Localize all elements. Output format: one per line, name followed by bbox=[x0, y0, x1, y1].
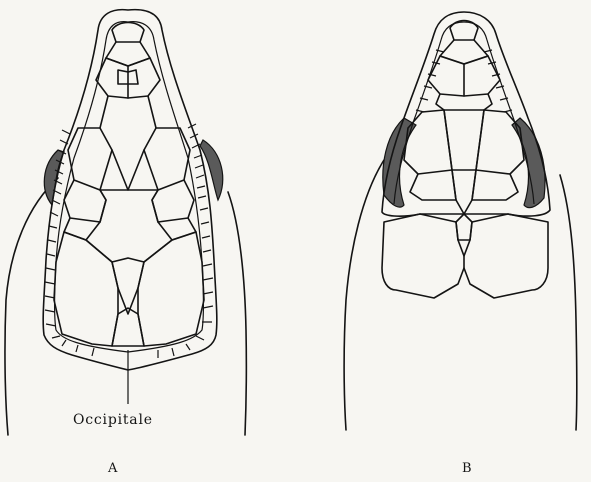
panel-a-label: A bbox=[108, 461, 117, 476]
body-outline-b-left bbox=[344, 160, 384, 430]
shields-b bbox=[382, 21, 548, 299]
eye-a-right bbox=[200, 140, 223, 200]
body-outline-a-right bbox=[228, 192, 246, 435]
body-outline-b-right bbox=[560, 175, 577, 430]
border-scales-a-right bbox=[158, 124, 213, 358]
head-inner-b bbox=[394, 22, 534, 204]
head-outline-b bbox=[382, 12, 550, 216]
skull-a bbox=[5, 10, 246, 435]
panel-b-label: B bbox=[462, 461, 472, 476]
shields-a bbox=[54, 23, 204, 347]
occipitale-label: Occipitale bbox=[73, 412, 153, 428]
skull-b bbox=[344, 12, 577, 430]
eye-b-right bbox=[512, 118, 545, 208]
